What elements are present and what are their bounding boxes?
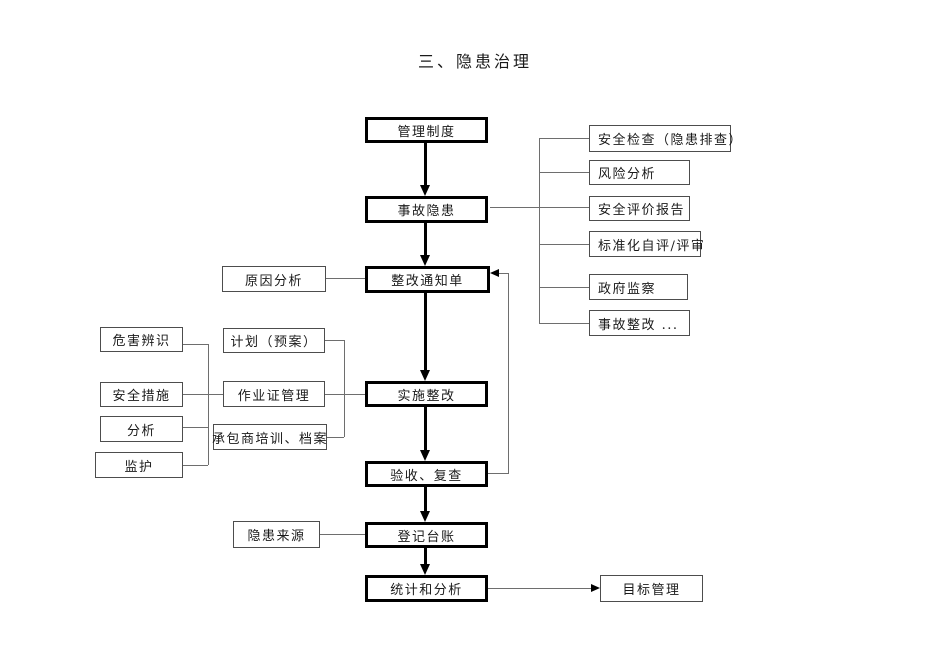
node-cause-analysis: 原因分析: [222, 266, 326, 292]
node-accident-hazard: 事故隐患: [365, 196, 488, 223]
node-rectification-notice: 整改通知单: [365, 266, 490, 293]
connector-feedback-vertical: [508, 273, 509, 474]
arrow-down-4: [420, 450, 430, 461]
connector-stub-risk-analysis: [539, 172, 589, 173]
connector-feedback-top: [497, 273, 509, 274]
connector-safety-measures-to-permit: [183, 394, 223, 395]
connector-stub-plan: [325, 340, 344, 341]
arrow-down-2: [420, 255, 430, 266]
node-hazard-source: 隐患来源: [233, 521, 320, 548]
node-hazard-identification: 危害辨识: [100, 327, 183, 352]
node-implement-rectification: 实施整改: [365, 381, 488, 407]
node-contractor-training: 承包商培训、档案: [212, 424, 327, 450]
arrow-down-6: [420, 564, 430, 575]
connector-stub-safety-inspection: [539, 138, 589, 139]
arrow-down-5: [420, 511, 430, 522]
connector-hazard-to-notice: [424, 223, 427, 257]
node-statistics-analysis: 统计和分析: [365, 575, 488, 602]
node-management-system: 管理制度: [365, 117, 488, 143]
connector-left-trunk: [208, 344, 209, 465]
connector-acceptance-to-ledger: [424, 487, 427, 512]
connector-feedback-bottom: [488, 473, 508, 474]
arrow-to-target: [591, 584, 600, 592]
connector-stub-monitoring: [183, 465, 208, 466]
node-accident-rectification: 事故整改 ...: [589, 310, 690, 336]
connector-cause-to-notice: [326, 278, 365, 279]
node-monitoring: 监护: [95, 452, 183, 478]
connector-permit-to-implement: [325, 394, 365, 395]
connector-hazard-to-trunk: [490, 207, 589, 208]
connector-stub-accident-rect: [539, 323, 589, 324]
node-safety-measures: 安全措施: [100, 382, 183, 407]
node-plan-contingency: 计划（预案）: [223, 328, 325, 353]
connector-implement-to-acceptance: [424, 407, 427, 451]
node-government-supervision: 政府监察: [589, 274, 688, 300]
connector-ledger-to-statistics: [424, 548, 427, 565]
node-risk-analysis: 风险分析: [589, 160, 690, 185]
node-work-permit-management: 作业证管理: [223, 381, 325, 407]
node-ledger: 登记台账: [365, 522, 488, 548]
node-analysis: 分析: [100, 416, 183, 442]
connector-right-trunk: [539, 138, 540, 323]
node-safety-inspection: 安全检查（隐患排查）: [589, 125, 742, 152]
node-safety-evaluation-report: 安全评价报告: [589, 196, 690, 221]
node-target-management: 目标管理: [600, 575, 703, 602]
connector-stub-government: [539, 287, 589, 288]
connector-management-to-hazard: [424, 143, 427, 187]
arrow-feedback-left: [490, 269, 499, 277]
node-standardization-review: 标准化自评/评审: [589, 231, 704, 257]
connector-hazard-source-to-ledger: [320, 534, 365, 535]
connector-stub-standardization: [539, 244, 589, 245]
arrow-down-1: [420, 185, 430, 196]
connector-notice-to-implement: [424, 293, 427, 371]
page-title: 三、隐患治理: [417, 52, 532, 71]
connector-stub-hazard-identification: [183, 344, 208, 345]
connector-stub-contractor: [327, 437, 344, 438]
connector-middle-trunk: [344, 340, 345, 437]
connector-statistics-to-target: [488, 588, 592, 589]
arrow-down-3: [420, 370, 430, 381]
connector-stub-analysis: [183, 427, 208, 428]
node-acceptance-recheck: 验收、复查: [365, 461, 488, 487]
